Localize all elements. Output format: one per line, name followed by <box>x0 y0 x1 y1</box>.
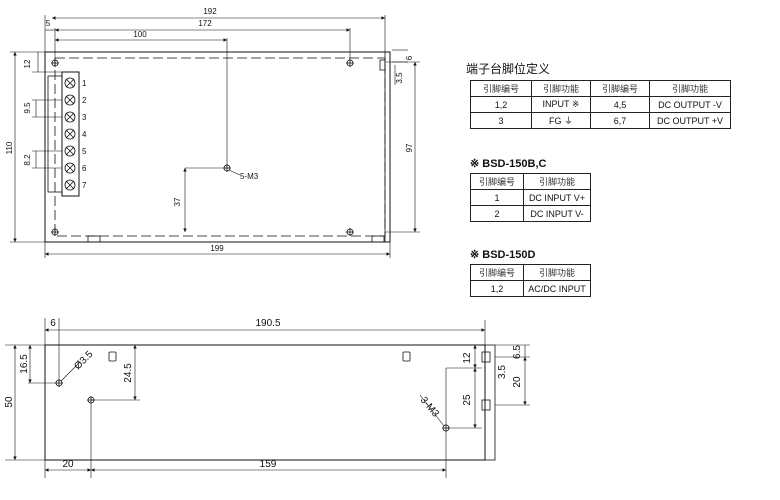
dim-6-right: 6 <box>405 55 414 60</box>
table-cell: INPUT ※ <box>531 96 591 113</box>
table-header: 引脚编号 <box>470 80 532 97</box>
side-dim-20-right: 20 <box>512 376 523 388</box>
dim-110: 110 <box>5 141 14 154</box>
table-header-row: 引脚编号 引脚功能 <box>470 264 591 281</box>
table-header: 引脚编号 <box>590 80 650 97</box>
side-dim-25: 25 <box>462 394 473 406</box>
dim-172: 172 <box>198 19 212 28</box>
table-row: 2 DC INPUT V- <box>470 205 591 222</box>
bsd-150bc-title: ※ BSD-150B,C <box>470 158 547 170</box>
terminal-screws <box>64 77 76 191</box>
terminal-number-5: 5 <box>82 147 87 156</box>
top-view-dim-texts: 192 5 172 100 6 3.5 97 110 12 9.5 8.2 37… <box>5 7 414 253</box>
top-view-inner-dashed <box>54 57 386 237</box>
mount-holes <box>51 59 354 236</box>
terminal-number-2: 2 <box>82 96 87 105</box>
table-row: 1,2 AC/DC INPUT <box>470 280 591 297</box>
terminal-number-7: 7 <box>82 181 87 190</box>
table-cell: AC/DC INPUT <box>523 280 591 297</box>
table-cell: 1,2 <box>470 280 524 297</box>
pin-table-title: 端子台脚位定义 <box>466 62 551 76</box>
side-dim-12: 12 <box>462 352 473 364</box>
side-view <box>5 318 530 478</box>
dim-100: 100 <box>133 30 147 39</box>
terminal-number-6: 6 <box>82 164 87 173</box>
bsd-150d-table: 引脚编号 引脚功能 1,2 AC/DC INPUT <box>470 264 591 297</box>
side-dim-159: 159 <box>260 459 277 470</box>
terminal-number-1: 1 <box>82 79 87 88</box>
top-view <box>10 15 420 258</box>
table-header: 引脚功能 <box>523 264 591 281</box>
bsd-150bc-table: 引脚编号 引脚功能 1 DC INPUT V+ 2 DC INPUT V- <box>470 173 591 222</box>
pin-definition-table: 引脚编号 引脚功能 引脚编号 引脚功能 1,2 INPUT ※ 4,5 DC O… <box>470 80 731 129</box>
side-view-dim-texts: 6 190.5 50 16.5 Ø3.5 24.5 12 25 3.5 6.5 … <box>4 318 523 470</box>
table-cell: 1 <box>470 189 524 206</box>
table-row: 1,2 INPUT ※ 4,5 DC OUTPUT -V <box>470 96 731 113</box>
table-header: 引脚功能 <box>531 80 591 97</box>
terminal-number-3: 3 <box>82 113 87 122</box>
table-cell: 1,2 <box>470 96 532 113</box>
side-dim-3-5: 3.5 <box>497 365 508 379</box>
screw-label-5-m3: 5-M3 <box>240 172 259 181</box>
table-cell: DC OUTPUT -V <box>649 96 731 113</box>
table-row: 3 FG ⏚ 6,7 DC OUTPUT +V <box>470 112 731 129</box>
table-header: 引脚功能 <box>523 173 591 190</box>
side-dim-190-5: 190.5 <box>255 318 280 329</box>
table-header-row: 引脚编号 引脚功能 <box>470 173 591 190</box>
table-cell: DC INPUT V- <box>523 205 591 222</box>
side-dim-16-5: 16.5 <box>19 354 30 374</box>
side-dim-6-5: 6.5 <box>512 345 523 359</box>
table-cell: 3 <box>470 112 532 129</box>
side-dim-6: 6 <box>50 318 56 329</box>
dim-5: 5 <box>46 19 51 28</box>
dim-97: 97 <box>405 143 414 152</box>
dim-199: 199 <box>210 244 224 253</box>
side-dim-20-bottom: 20 <box>62 459 74 470</box>
dim-8-2: 8.2 <box>23 154 32 166</box>
terminal-numbers: 1 2 3 4 5 6 7 <box>82 79 87 190</box>
dim-12-left: 12 <box>23 59 32 68</box>
side-dim-24-5: 24.5 <box>123 363 134 383</box>
bsd-150d-title: ※ BSD-150D <box>470 249 536 261</box>
side-screw-label-3-m3: 3-M3 <box>418 395 441 420</box>
dim-3-5-right: 3.5 <box>395 72 404 84</box>
table-cell: 6,7 <box>590 112 650 129</box>
table-cell: FG ⏚ <box>531 112 591 129</box>
table-header: 引脚编号 <box>470 264 524 281</box>
table-header: 引脚编号 <box>470 173 524 190</box>
table-cell: 4,5 <box>590 96 650 113</box>
top-view-outline <box>44 51 391 243</box>
dim-37: 37 <box>173 197 182 206</box>
dim-9-5: 9.5 <box>23 102 32 114</box>
table-cell: 2 <box>470 205 524 222</box>
side-dim-hole-diameter: Ø3.5 <box>72 349 95 372</box>
table-cell: DC INPUT V+ <box>523 189 591 206</box>
side-holes <box>55 379 450 432</box>
table-row: 1 DC INPUT V+ <box>470 189 591 206</box>
terminal-number-4: 4 <box>82 130 87 139</box>
table-header-row: 引脚编号 引脚功能 引脚编号 引脚功能 <box>470 80 731 97</box>
side-dim-50: 50 <box>4 396 15 408</box>
dim-192: 192 <box>203 7 217 16</box>
table-cell: DC OUTPUT +V <box>649 112 731 129</box>
table-header: 引脚功能 <box>649 80 731 97</box>
